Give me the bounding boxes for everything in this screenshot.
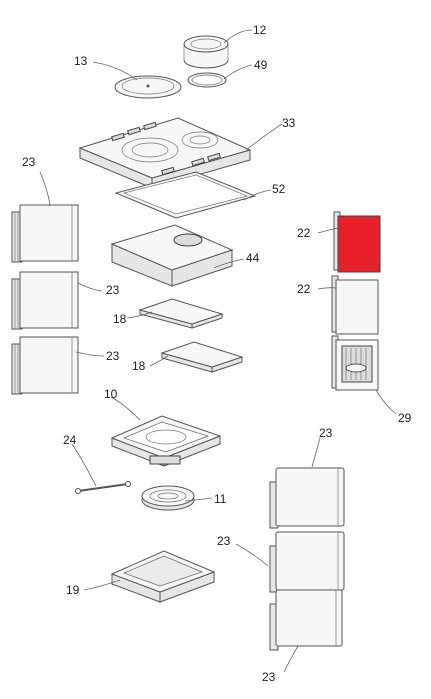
part-23-side-panel-top-left[interactable]: [11, 204, 79, 263]
part-52-gasket-frame[interactable]: [114, 171, 257, 219]
leader-lines: [39, 29, 397, 673]
part-23-side-panel-mid-left[interactable]: [11, 271, 79, 330]
part-19-ash-pan[interactable]: [110, 550, 216, 603]
callout-labels: 12 13 49 33 23 52 22 44 23 22 18 23 18 2…: [22, 23, 412, 684]
part-23-door-panel-top-right[interactable]: [269, 467, 345, 529]
callout-18-upper: 18: [113, 312, 127, 326]
part-44-deflector[interactable]: [110, 224, 234, 287]
part-29-back-grille[interactable]: [331, 335, 379, 391]
callout-52: 52: [272, 182, 286, 196]
callout-13: 13: [74, 54, 88, 68]
callout-49: 49: [254, 58, 268, 72]
callout-23-top-right: 23: [319, 426, 333, 440]
part-13-round-plate[interactable]: [114, 75, 182, 99]
part-11-round-grate[interactable]: [141, 485, 195, 511]
part-23-door-panel-bottom-right[interactable]: [269, 589, 343, 651]
part-33-top-plate[interactable]: [78, 117, 252, 189]
part-22-brick[interactable]: [331, 275, 379, 335]
part-24-rod[interactable]: [75, 481, 131, 494]
callout-10: 10: [104, 387, 118, 401]
part-18-grate-upper[interactable]: [138, 298, 224, 329]
part-18-grate-lower[interactable]: [160, 341, 244, 373]
callout-18-lower: 18: [132, 359, 146, 373]
callout-23-bottom-left: 23: [106, 349, 120, 363]
callout-33: 33: [282, 116, 296, 130]
callout-44: 44: [246, 251, 260, 265]
part-49-ring-gasket[interactable]: [187, 72, 227, 88]
part-10-grate-frame[interactable]: [110, 415, 222, 467]
callout-11: 11: [214, 492, 227, 506]
part-12-cap[interactable]: [183, 35, 229, 69]
callout-19: 19: [66, 583, 80, 597]
callout-22-highlighted: 22: [297, 226, 311, 240]
callout-23-mid-left: 23: [106, 283, 120, 297]
callout-12: 12: [253, 23, 267, 37]
callout-23-mid-right: 23: [217, 534, 231, 548]
callout-23-bottom-right: 23: [262, 670, 276, 684]
part-22-highlighted-brick[interactable]: [333, 211, 381, 273]
part-23-side-panel-bottom-left[interactable]: [11, 336, 79, 395]
callout-23-top-left: 23: [22, 155, 36, 169]
part-23-door-panel-mid-right[interactable]: [269, 531, 345, 593]
callout-29: 29: [398, 411, 412, 425]
callout-22: 22: [297, 282, 311, 296]
callout-24: 24: [63, 433, 77, 447]
